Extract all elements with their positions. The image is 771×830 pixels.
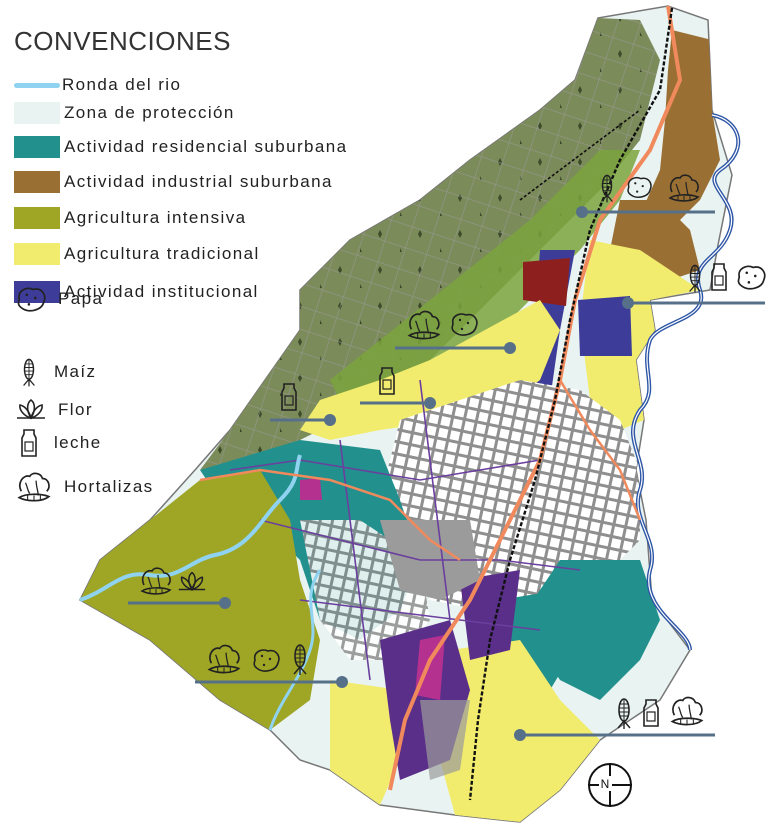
north-arrow: N bbox=[586, 761, 634, 814]
legend-label: Actividad institucional bbox=[64, 282, 259, 301]
callout-dot bbox=[514, 729, 526, 741]
compass-icon: N bbox=[588, 763, 632, 807]
north-label: N bbox=[601, 777, 610, 791]
legend-item-agricultura-intensiva: Agricultura intensiva bbox=[14, 205, 246, 231]
legend-label: Actividad industrial suburbana bbox=[64, 172, 333, 191]
legend-label: Agricultura tradicional bbox=[64, 244, 260, 263]
callout-dot bbox=[576, 206, 588, 218]
vegetables-icon bbox=[18, 472, 50, 502]
corn-icon bbox=[22, 358, 36, 388]
legend-item-industrial: Actividad industrial suburbana bbox=[14, 169, 333, 195]
milk-icon bbox=[711, 263, 727, 291]
legend-swatch bbox=[14, 102, 60, 124]
legend-item-papa: Papa bbox=[14, 284, 103, 314]
potato-icon bbox=[737, 265, 766, 290]
callout-dot bbox=[324, 414, 336, 426]
legend-swatch bbox=[14, 207, 60, 229]
legend-swatch bbox=[14, 281, 60, 303]
vegetables-icon bbox=[671, 696, 703, 726]
callout-dot bbox=[622, 297, 634, 309]
legend-swatch bbox=[14, 136, 60, 158]
legend-item-institucional: Actividad institucional bbox=[14, 279, 259, 305]
legend-item-maiz: Maíz bbox=[14, 356, 96, 388]
legend-item-ronda-rio: Ronda del rio bbox=[14, 72, 181, 98]
legend-label: Agricultura intensiva bbox=[64, 208, 247, 227]
legend-label: Actividad residencial suburbana bbox=[64, 137, 348, 156]
legend-item-zona-proteccion: Zona de protección bbox=[14, 100, 235, 126]
legend-title: CONVENCIONES bbox=[14, 26, 231, 56]
callout-dot bbox=[336, 676, 348, 688]
legend-label: Ronda del rio bbox=[62, 75, 182, 94]
callout-dot bbox=[424, 397, 436, 409]
legend-label: Maíz bbox=[54, 362, 97, 381]
legend-item-residencial: Actividad residencial suburbana bbox=[14, 134, 347, 160]
potato-icon bbox=[17, 287, 46, 312]
legend-item-agricultura-tradicional: Agricultura tradicional bbox=[14, 241, 260, 267]
legend-swatch bbox=[14, 82, 60, 88]
legend-item-flor: Flor bbox=[14, 398, 93, 422]
legend-label: leche bbox=[54, 433, 102, 452]
municipality-territory bbox=[79, 5, 741, 823]
legend-label: Hortalizas bbox=[64, 477, 154, 496]
legend-swatch bbox=[14, 171, 60, 193]
legend-label: Papa bbox=[58, 289, 104, 308]
legend-label: Zona de protección bbox=[64, 103, 235, 122]
callout-lines bbox=[128, 210, 765, 737]
milk-icon bbox=[21, 429, 37, 457]
callout-dot bbox=[504, 342, 516, 354]
legend-item-leche: leche bbox=[14, 428, 102, 458]
legend-swatch bbox=[14, 243, 60, 265]
flower-icon bbox=[16, 399, 46, 419]
legend-label: Flor bbox=[58, 400, 93, 419]
callout-dot bbox=[219, 597, 231, 609]
legend-item-hortalizas: Hortalizas bbox=[14, 470, 154, 504]
